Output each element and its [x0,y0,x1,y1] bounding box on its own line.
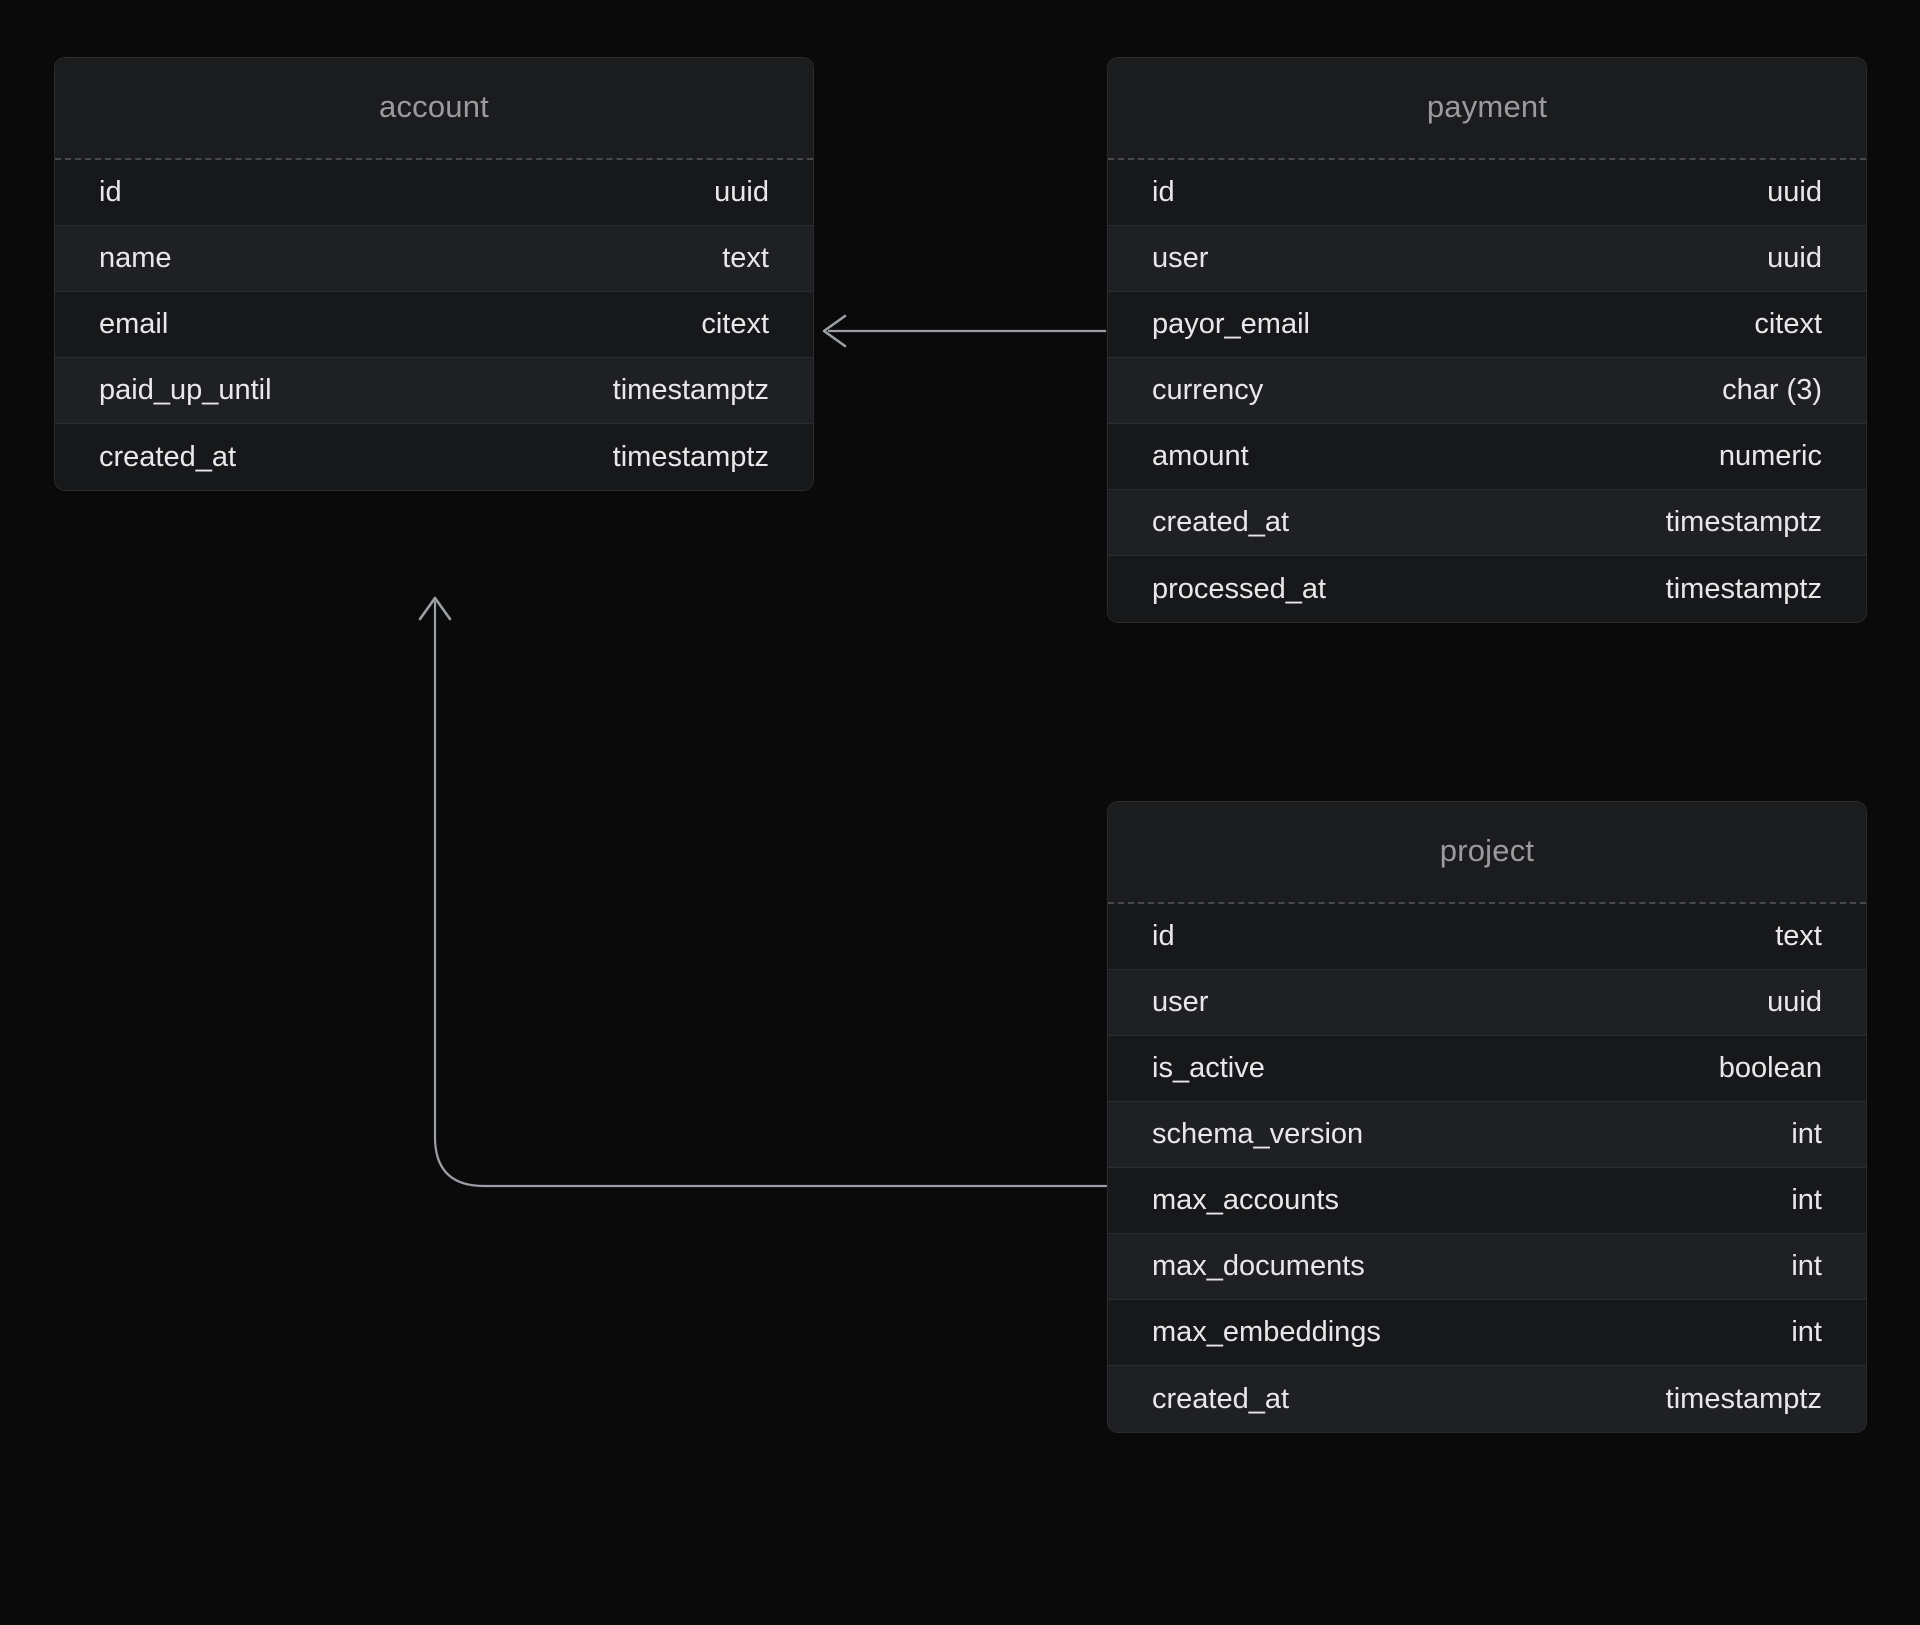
field-list-project: id text user uuid is_active boolean sche… [1108,904,1866,1432]
table-title-account: account [55,58,813,158]
field-name: max_accounts [1152,1184,1339,1216]
field-name: id [1152,176,1175,208]
table-header-divider [55,158,813,160]
field-type: timestamptz [1665,1382,1822,1415]
field-type: timestamptz [1665,572,1822,605]
arrowhead-up-icon [418,596,452,621]
field-type: text [722,242,769,274]
field-type: timestamptz [612,374,769,406]
field-name: paid_up_until [99,374,272,406]
table-row[interactable]: max_documents int [1108,1234,1866,1300]
table-header-divider [1108,902,1866,904]
table-row[interactable]: id uuid [1108,160,1866,226]
table-row[interactable]: paid_up_until timestamptz [55,358,813,424]
field-type: timestamptz [612,440,769,473]
field-type: uuid [1767,176,1822,208]
table-row[interactable]: schema_version int [1108,1102,1866,1168]
field-type: int [1791,1118,1822,1150]
table-row[interactable]: user uuid [1108,226,1866,292]
table-card-payment[interactable]: payment id uuid user uuid payor_email ci… [1107,57,1867,623]
table-row[interactable]: payor_email citext [1108,292,1866,358]
field-name: max_documents [1152,1250,1365,1282]
field-name: created_at [1152,506,1290,538]
field-name: amount [1152,440,1249,472]
field-name: name [99,242,172,274]
field-type: text [1775,920,1822,952]
table-row[interactable]: created_at timestamptz [1108,1366,1866,1432]
field-type: uuid [1767,242,1822,274]
field-name: user [1152,986,1209,1018]
field-type: uuid [714,176,769,208]
field-type: timestamptz [1665,506,1822,538]
field-name: created_at [1152,1382,1290,1415]
field-name: max_embeddings [1152,1316,1381,1348]
field-type: int [1791,1250,1822,1282]
table-row[interactable]: is_active boolean [1108,1036,1866,1102]
table-row[interactable]: email citext [55,292,813,358]
table-card-project[interactable]: project id text user uuid is_active bool… [1107,801,1867,1433]
field-type: boolean [1718,1052,1822,1084]
field-name: user [1152,242,1209,274]
table-row[interactable]: currency char (3) [1108,358,1866,424]
field-type: int [1791,1316,1822,1348]
field-name: processed_at [1152,572,1327,605]
table-row[interactable]: processed_at timestamptz [1108,556,1866,622]
field-type: numeric [1718,440,1822,472]
field-type: citext [1754,308,1822,340]
table-title-payment: payment [1108,58,1866,158]
table-row[interactable]: name text [55,226,813,292]
table-row[interactable]: max_embeddings int [1108,1300,1866,1366]
arrowhead-left-icon [822,314,847,348]
field-name: id [99,176,122,208]
table-header-divider [1108,158,1866,160]
edge-project-to-account [418,596,1108,1188]
field-name: schema_version [1152,1118,1364,1150]
field-list-account: id uuid name text email citext paid_up_u… [55,160,813,490]
field-name: created_at [99,440,237,473]
field-type: int [1791,1184,1822,1216]
field-name: currency [1152,374,1264,406]
table-row[interactable]: max_accounts int [1108,1168,1866,1234]
table-row[interactable]: created_at timestamptz [1108,490,1866,556]
field-name: email [99,308,169,340]
field-name: is_active [1152,1052,1265,1084]
field-type: uuid [1767,986,1822,1018]
table-row[interactable]: user uuid [1108,970,1866,1036]
table-card-account[interactable]: account id uuid name text email citext p… [54,57,814,491]
table-row[interactable]: amount numeric [1108,424,1866,490]
table-row[interactable]: id text [1108,904,1866,970]
table-row[interactable]: id uuid [55,160,813,226]
table-row[interactable]: created_at timestamptz [55,424,813,490]
edge-payment-to-account [822,314,1106,348]
table-title-project: project [1108,802,1866,902]
field-type: citext [701,308,769,340]
field-name: payor_email [1152,308,1310,340]
field-type: char (3) [1722,374,1822,406]
field-name: id [1152,920,1175,952]
field-list-payment: id uuid user uuid payor_email citext cur… [1108,160,1866,622]
